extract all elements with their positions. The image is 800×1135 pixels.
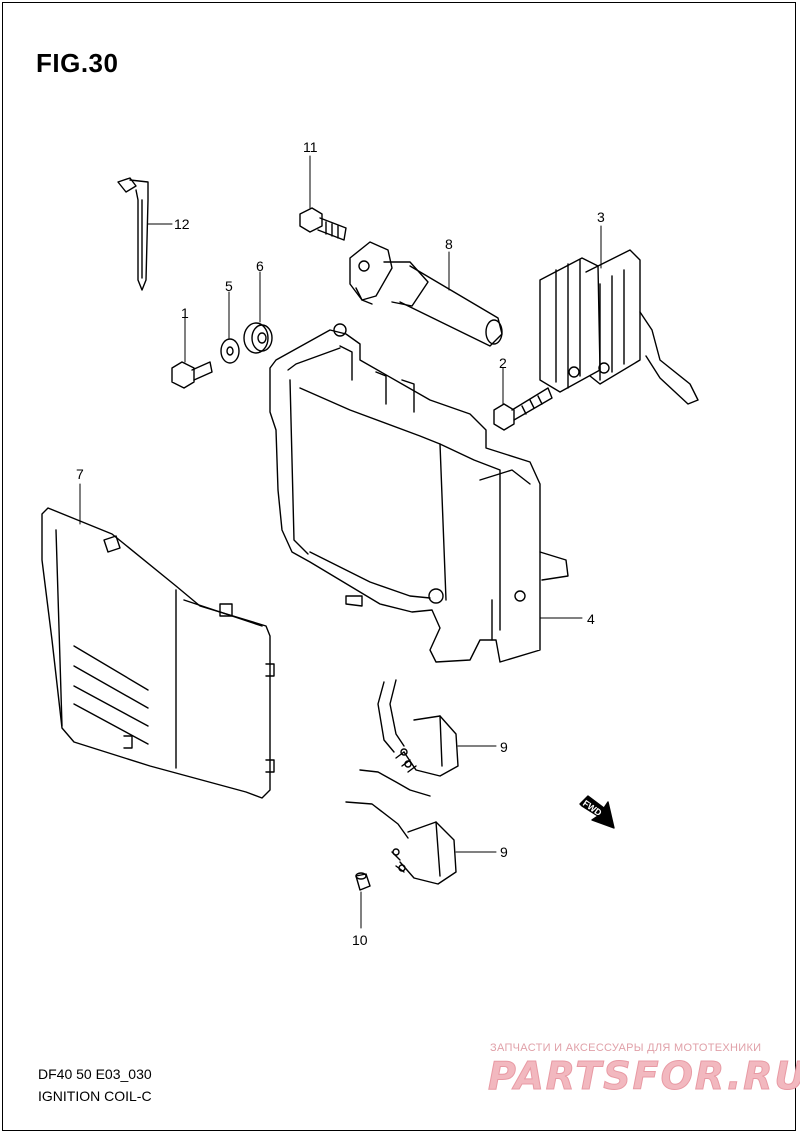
bolt-part-2 bbox=[493, 387, 553, 431]
washer-part-5 bbox=[220, 338, 240, 364]
callout-10: 10 bbox=[352, 932, 368, 948]
callout-1: 1 bbox=[181, 305, 189, 321]
callout-9-lower: 9 bbox=[500, 844, 508, 860]
callout-4: 4 bbox=[587, 611, 595, 627]
callout-9-upper: 9 bbox=[500, 739, 508, 755]
watermark-brand: PARTSFOR.RU bbox=[487, 1054, 800, 1099]
watermark-tagline: ЗАПЧАСТИ И АКСЕССУАРЫ ДЛЯ МОТОТЕХНИКИ bbox=[490, 1042, 762, 1054]
ignition-coil-part-8 bbox=[349, 241, 503, 347]
callout-7: 7 bbox=[76, 466, 84, 482]
section-caption: IGNITION COIL-C bbox=[38, 1088, 152, 1104]
callout-6: 6 bbox=[256, 258, 264, 274]
bolt-part-1 bbox=[171, 361, 213, 389]
cap-part-10 bbox=[355, 872, 371, 891]
callout-8: 8 bbox=[445, 236, 453, 252]
bolt-part-11 bbox=[299, 207, 347, 241]
figure-title: FIG.30 bbox=[36, 48, 119, 78]
ignition-coil-part-9-lower bbox=[345, 801, 457, 885]
coil-bracket-part-4 bbox=[269, 323, 569, 663]
rectifier-part-3 bbox=[539, 249, 699, 405]
callout-2: 2 bbox=[499, 355, 507, 371]
cable-tie-part-12 bbox=[117, 177, 149, 291]
callout-5: 5 bbox=[225, 278, 233, 294]
grommet-part-6 bbox=[243, 322, 273, 354]
callout-12: 12 bbox=[174, 216, 190, 232]
callout-3: 3 bbox=[597, 209, 605, 225]
callout-11: 11 bbox=[303, 139, 318, 155]
leader-lines bbox=[79, 155, 602, 929]
cover-part-7 bbox=[41, 507, 275, 799]
model-code-caption: DF40 50 E03_030 bbox=[38, 1066, 152, 1082]
fwd-arrow-icon bbox=[579, 795, 615, 829]
ignition-coil-part-9-upper bbox=[359, 679, 459, 797]
